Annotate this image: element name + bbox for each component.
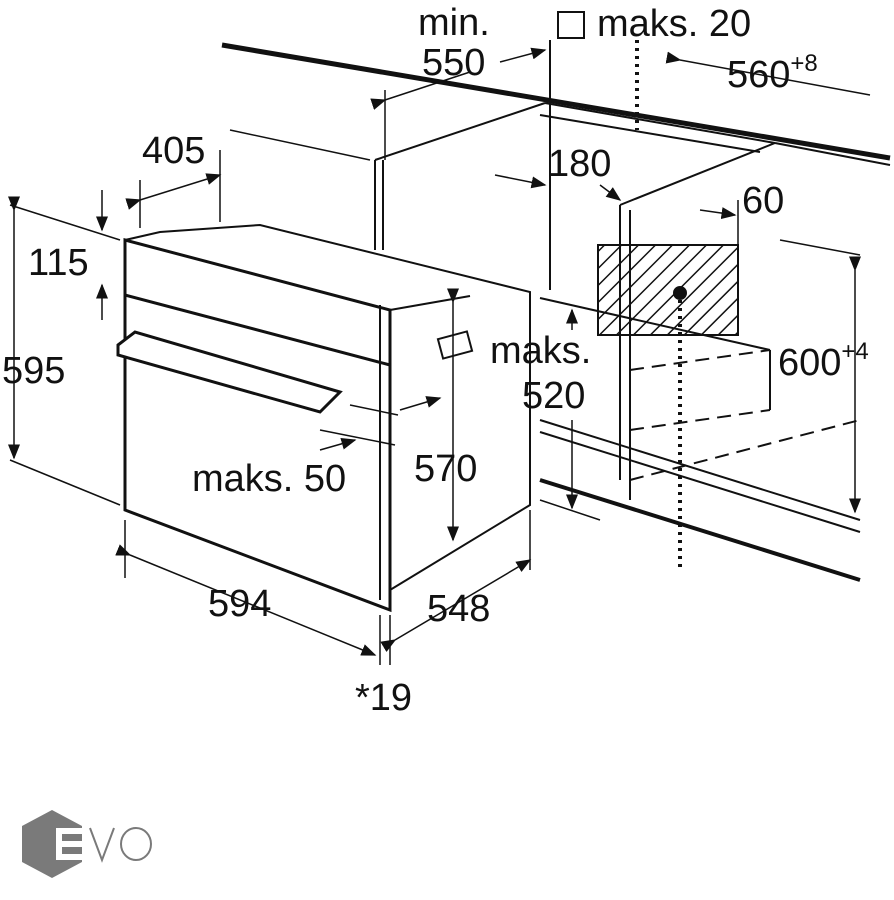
label-595: 595 (2, 350, 66, 392)
label-405: 405 (142, 130, 206, 172)
label-maks-20: maks. 20 (597, 3, 752, 45)
label-560-tolerance: +8 (790, 50, 818, 77)
max20-square-symbol (557, 11, 585, 39)
dimension-lines (8, 47, 871, 665)
socket-zone-hatched (597, 244, 739, 336)
label-600: 600+4 (778, 340, 869, 384)
label-550: 550 (422, 42, 486, 84)
oven (123, 223, 531, 613)
label-180: 180 (548, 143, 612, 185)
label-60: 60 (742, 180, 785, 222)
cabinet-niche (374, 40, 861, 582)
label-maks: maks. (490, 330, 592, 372)
label-115: 115 (28, 242, 89, 284)
label-548: 548 (427, 588, 491, 630)
label-600-value: 600 (778, 342, 842, 384)
label-594: 594 (208, 583, 272, 625)
worktop (221, 42, 891, 166)
evo-logo (22, 810, 152, 878)
label-560: 560+8 (727, 52, 818, 96)
oven-handle (116, 330, 343, 414)
socket-point (673, 286, 687, 300)
label-maks-50: maks. 50 (192, 458, 347, 500)
label-560-value: 560 (727, 54, 791, 96)
label-570: 570 (414, 448, 478, 490)
label-520: 520 (522, 375, 586, 417)
label-min: min. (418, 2, 490, 44)
label-600-tolerance: +4 (841, 338, 869, 365)
label-19: *19 (355, 677, 413, 719)
